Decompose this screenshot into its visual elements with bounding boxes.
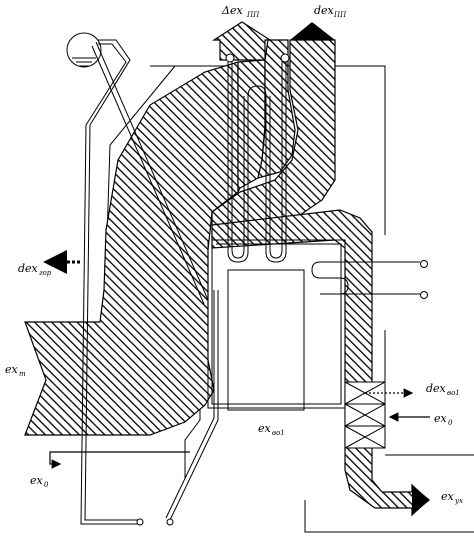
convective-shaft-wall: [227, 269, 305, 411]
furnace-flame-region: [24, 61, 239, 436]
svg-text:ex: ex: [30, 474, 44, 487]
svg-text:ex: ex: [434, 412, 448, 425]
reheater-port-bottom: [420, 291, 428, 299]
steam-water-circuit: [207, 56, 420, 409]
svg-text:во1: во1: [447, 389, 460, 397]
label-ex-t: ex т: [5, 363, 26, 378]
svg-text:ex: ex: [5, 363, 19, 376]
exergy-arrows: [43, 250, 430, 469]
svg-text:гор: гор: [39, 269, 52, 277]
label-ex-yx: ex ух: [441, 490, 463, 505]
svg-text:Δex: Δex: [221, 4, 243, 17]
svg-text:ПП: ПП: [246, 11, 260, 19]
superheater-inlet-port: [280, 53, 290, 63]
svg-text:dex: dex: [18, 262, 39, 275]
svg-text:ух: ух: [454, 497, 463, 505]
drum-and-downcomers: [66, 32, 219, 526]
reheater-port-top: [420, 260, 428, 268]
delta-ex-pp-arrow: [211, 21, 273, 61]
svg-text:ex: ex: [441, 490, 455, 503]
label-ex0-right: ex 0: [434, 412, 453, 427]
label-dex-gor: dex гор: [18, 262, 52, 277]
label-dex-vo1: dex во1: [426, 382, 460, 397]
svg-text:ex: ex: [258, 422, 272, 435]
svg-text:ПП: ПП: [333, 11, 347, 19]
svg-text:dex: dex: [314, 4, 335, 17]
label-dex-pp: dex ПП: [314, 4, 347, 19]
svg-text:т: т: [19, 370, 26, 378]
label-ex-vo1: ex во1: [258, 422, 285, 437]
ex-yx-arrow-head: [412, 485, 430, 515]
svg-text:во1: во1: [272, 429, 285, 437]
svg-text:0: 0: [448, 419, 453, 427]
label-ex0-left: ex 0: [30, 474, 49, 489]
svg-text:dex: dex: [426, 382, 447, 395]
air-heater-block: [344, 381, 386, 449]
dex-pp-arrow-head: [290, 22, 335, 40]
svg-text:0: 0: [44, 481, 49, 489]
label-delta-ex-pp: Δex ПП: [221, 4, 260, 19]
superheater-outlet-port: [225, 53, 235, 63]
